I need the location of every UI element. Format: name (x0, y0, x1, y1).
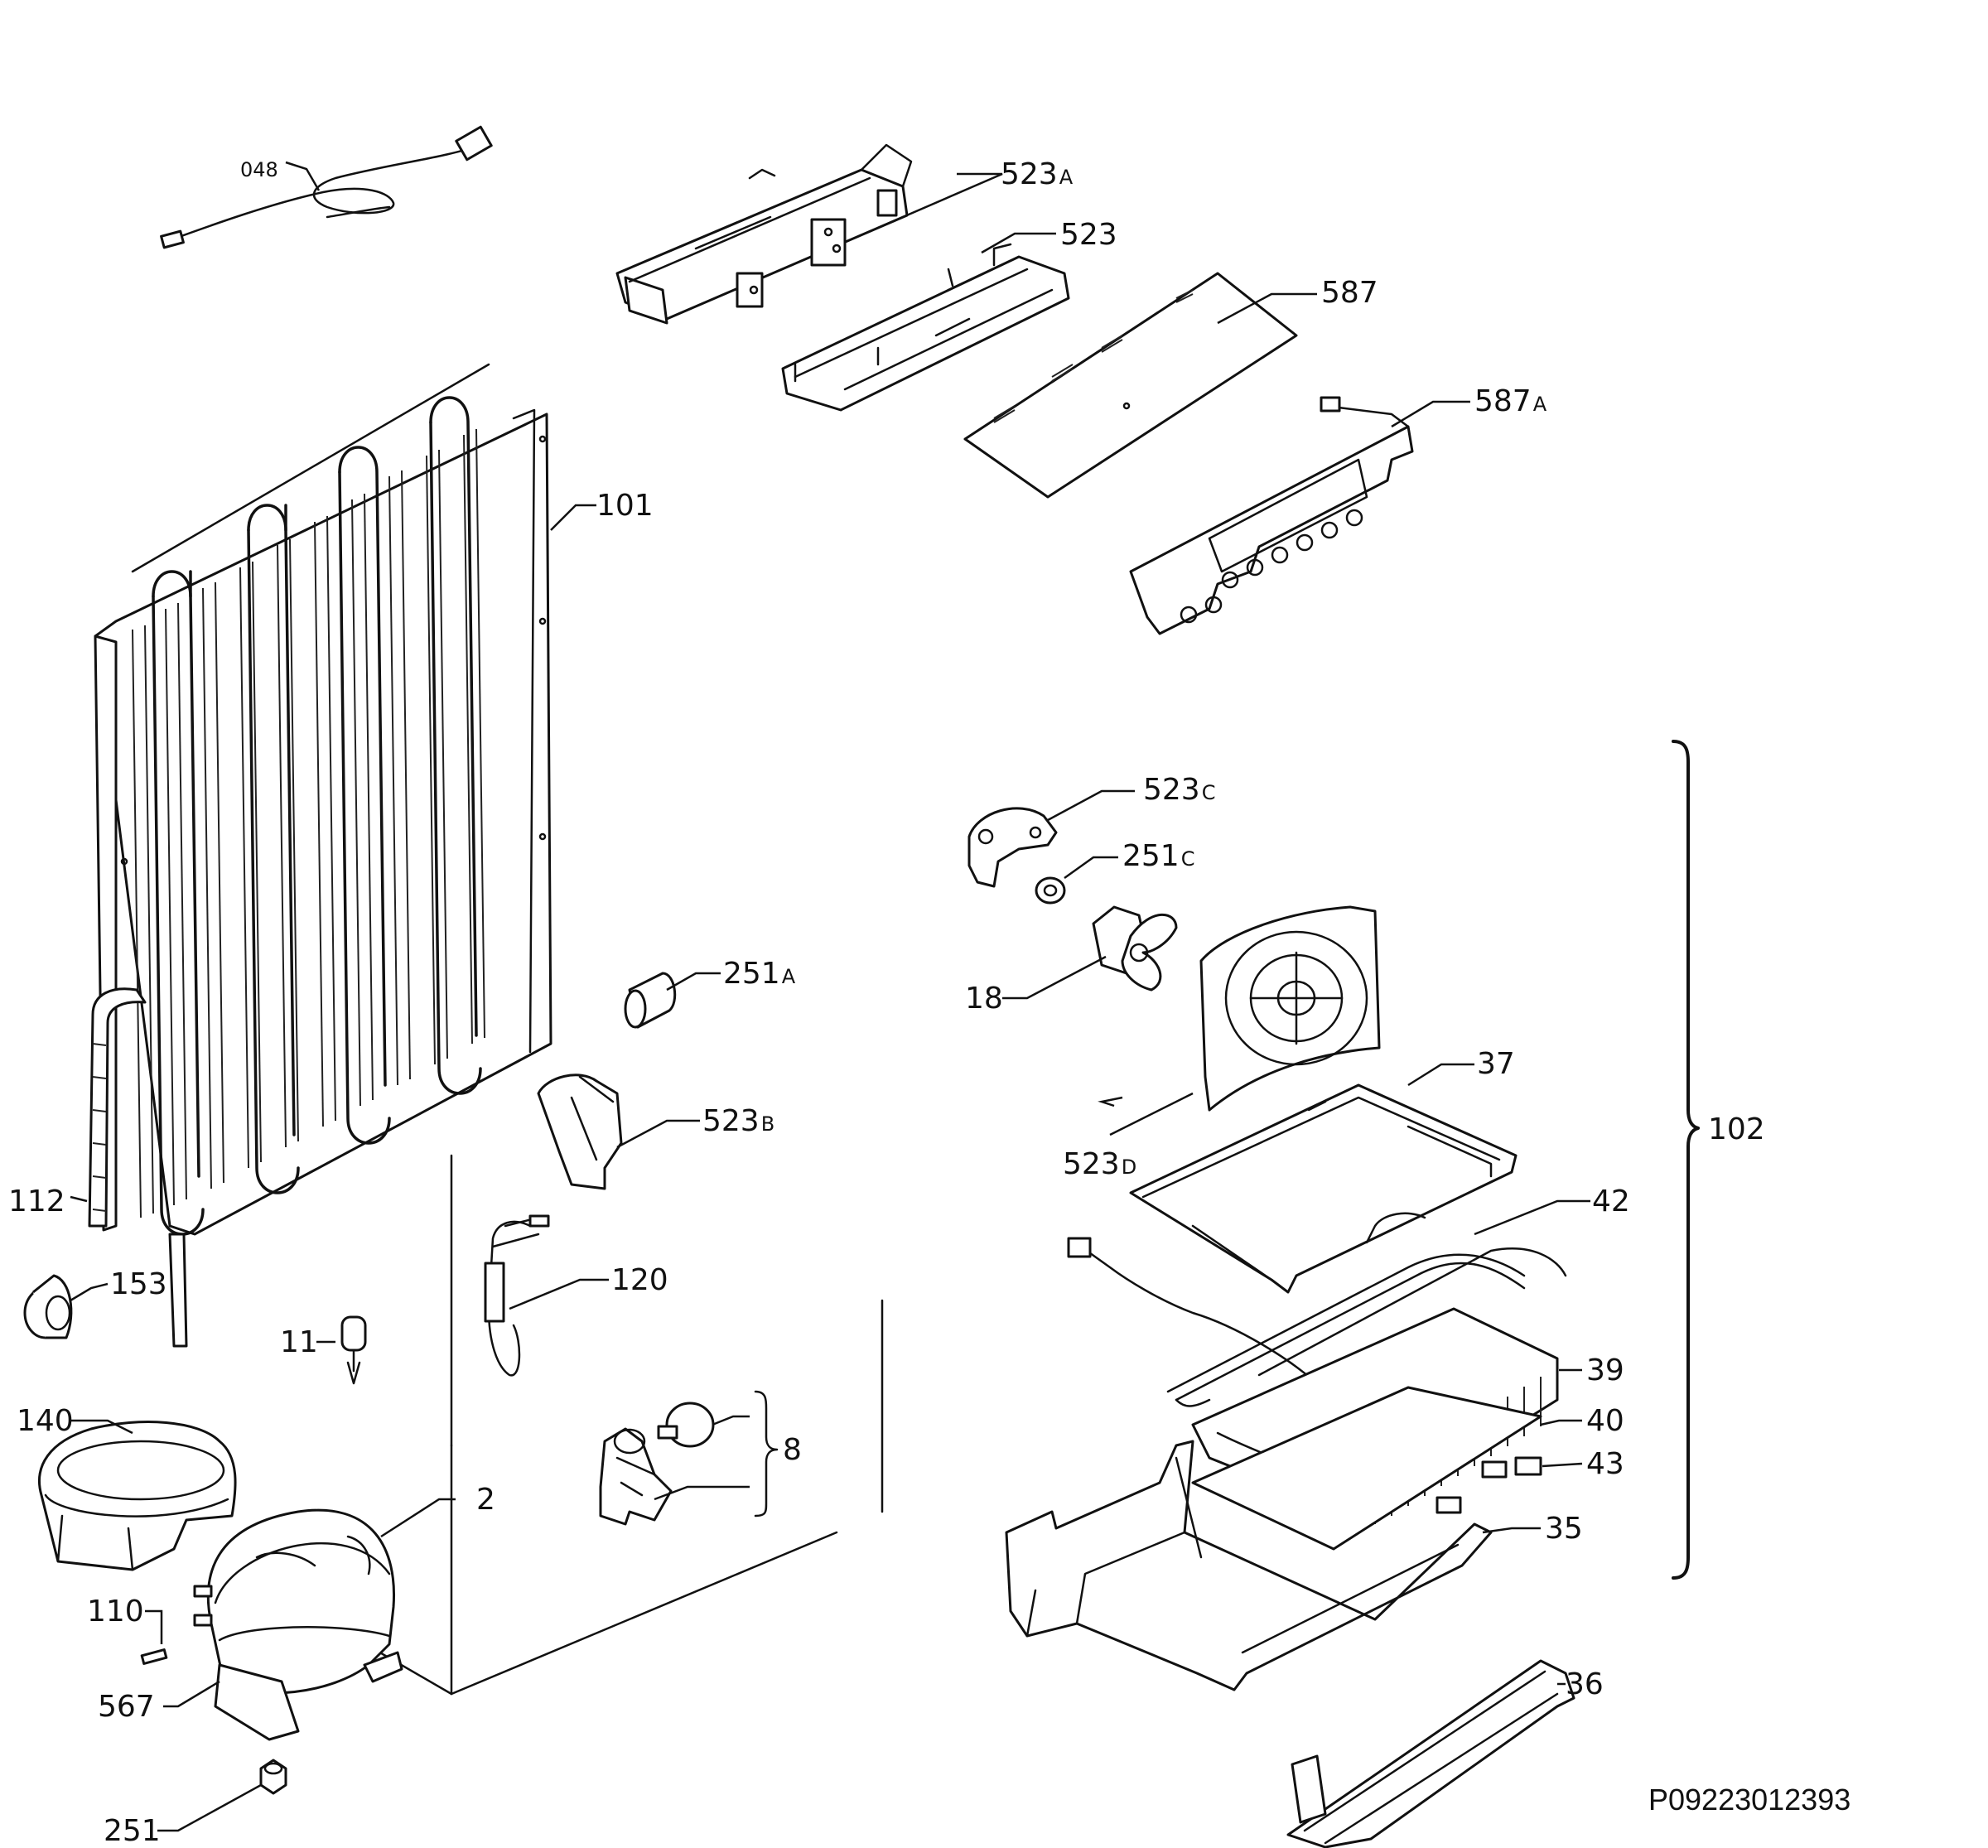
drain-tube-112 (88, 987, 147, 1228)
label-36: 36 (1566, 1667, 1604, 1701)
cover-plate-587 (963, 272, 1298, 499)
label-587: 587 (1321, 276, 1378, 310)
foil-40 (1191, 1386, 1542, 1551)
label-153: 153 (110, 1267, 167, 1301)
compressor-2 (193, 1508, 403, 1741)
label-523a: 523A (1001, 157, 1074, 191)
drip-channel-36 (1286, 1659, 1575, 1848)
suction-tube-end (168, 1233, 188, 1348)
label-587a: 587A (1474, 384, 1547, 418)
label-42: 42 (1592, 1185, 1630, 1218)
label-048: 048 (240, 158, 278, 181)
evaporator-cover-37 (1129, 1083, 1518, 1294)
sensor-cable-048 (160, 125, 493, 249)
grommet-251c (1035, 876, 1066, 905)
label-18: 18 (965, 982, 1003, 1016)
clips-43 (1436, 1456, 1542, 1514)
label-35: 35 (1545, 1512, 1583, 1546)
label-43: 43 (1586, 1447, 1624, 1481)
drain-trough-35 (1005, 1440, 1493, 1691)
label-251: 251 (104, 1814, 161, 1848)
condenser-101 (94, 396, 552, 1236)
grommet-251a (624, 972, 677, 1029)
label-40: 40 (1586, 1404, 1624, 1438)
label-8: 8 (783, 1433, 802, 1467)
nut-251 (259, 1759, 287, 1795)
grommet-153 (23, 1274, 73, 1339)
label-523c: 523C (1143, 773, 1215, 807)
label-112: 112 (8, 1185, 65, 1218)
bracket-523c (967, 807, 1058, 888)
label-101: 101 (596, 489, 654, 523)
label-523: 523 (1060, 218, 1117, 252)
bracket-8 (754, 1390, 779, 1517)
cabinet-outline (131, 363, 884, 1696)
control-housing-523a (615, 143, 913, 325)
label-251c: 251C (1122, 839, 1194, 873)
starter-relay-8 (599, 1402, 715, 1526)
heater-120 (484, 1214, 550, 1377)
label-567: 567 (98, 1690, 155, 1724)
label-102: 102 (1708, 1112, 1765, 1146)
label-120: 120 (611, 1263, 668, 1297)
fan-cover-523d (1199, 905, 1381, 1112)
drip-tray-140 (38, 1421, 237, 1571)
label-251a: 251A (723, 957, 796, 991)
part-11 (340, 1315, 367, 1385)
leader-lines (70, 161, 1590, 1832)
clip-523b (537, 1074, 623, 1190)
label-523d: 523D (1063, 1147, 1136, 1181)
label-37: 37 (1477, 1047, 1515, 1081)
pin-110 (140, 1648, 168, 1665)
condenser-fins (132, 428, 485, 1218)
label-11: 11 (280, 1325, 318, 1359)
control-board-587a (1129, 396, 1414, 635)
bracket-102 (1672, 740, 1700, 1580)
label-523b: 523B (702, 1104, 774, 1138)
callout-labels: 048 523A 523 587 587A 101 523C 251C 18 2… (8, 157, 1765, 1848)
label-39: 39 (1586, 1353, 1624, 1387)
label-2: 2 (476, 1483, 495, 1517)
control-tray-523 (781, 243, 1070, 412)
label-110: 110 (87, 1595, 144, 1628)
label-140: 140 (17, 1404, 74, 1438)
fan-motor-18 (1092, 905, 1178, 992)
drawing-number: P09223012393 (1648, 1783, 1850, 1817)
